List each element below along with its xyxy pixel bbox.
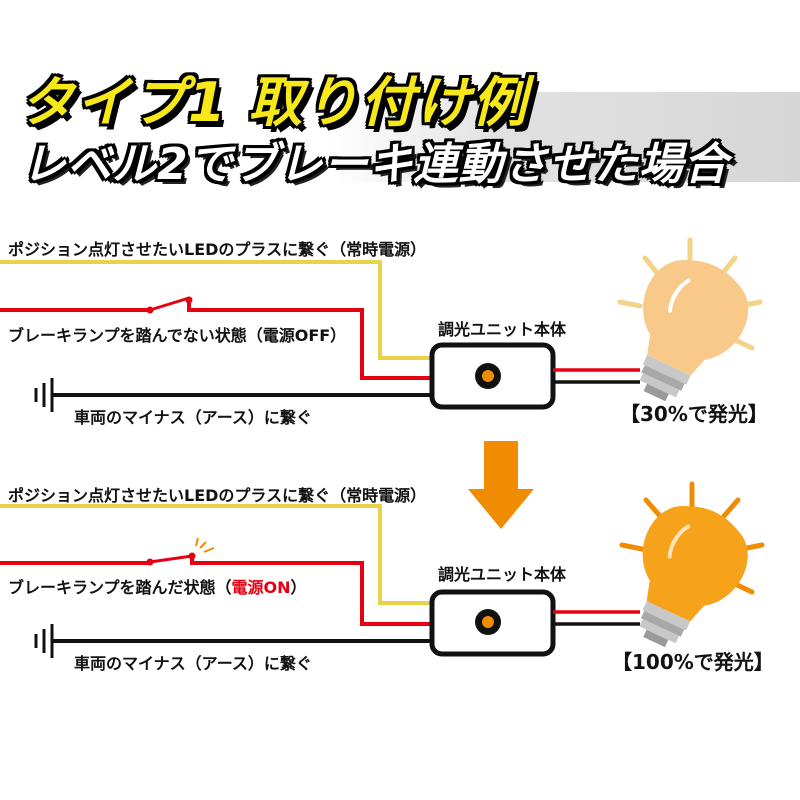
position-line-label-bottom: ポジション点灯させたいLEDのプラスに繋ぐ（常時電源） — [8, 486, 427, 505]
brake-label-prefix: ブレーキランプを踏んだ状態（ — [8, 578, 232, 597]
dimmer-unit-icon — [429, 589, 556, 657]
page-title: タイプ1 取り付け例 — [20, 71, 529, 134]
position-line-label-top: ポジション点灯させたいLEDのプラスに繋ぐ（常時電源） — [8, 240, 427, 259]
brake-wire-bottom-b — [190, 556, 440, 626]
ground-symbol-icon — [34, 378, 54, 412]
position-wire-bottom — [0, 504, 440, 605]
diagram-bottom — [0, 481, 765, 658]
brake-label-suffix: ） — [290, 578, 307, 597]
unit-label-bottom: 調光ユニット本体 — [438, 565, 567, 584]
header-band — [330, 92, 800, 182]
page-subtitle: レベル2でブレーキ連動させた場合 — [22, 139, 729, 190]
brake-label-top: ブレーキランプを踏んでない状態（電源OFF） — [8, 326, 347, 345]
switch-closed-icon — [146, 537, 215, 566]
position-wire-top — [0, 260, 440, 360]
output-label-top: 【30%で発光】 — [620, 402, 768, 426]
brake-label-bottom: ブレーキランプを踏んだ状態（電源ON） — [8, 574, 307, 598]
brake-label-state: 電源ON — [231, 578, 291, 597]
bulb-icon-top — [617, 237, 763, 402]
output-label-bottom: 【100%で発光】 — [612, 650, 774, 674]
diagram-top — [0, 237, 763, 412]
ground-label-bottom: 車両のマイナス（アース）に繋ぐ — [74, 654, 312, 673]
bulb-icon-bottom — [619, 481, 765, 648]
down-arrow-icon — [468, 441, 534, 529]
ground-label-top: 車両のマイナス（アース）に繋ぐ — [74, 408, 312, 427]
switch-open-icon — [146, 296, 193, 314]
unit-label-top: 調光ユニット本体 — [438, 320, 567, 339]
dimmer-unit-icon — [429, 342, 556, 410]
ground-symbol-icon — [34, 624, 54, 658]
brake-wire-top-b — [187, 300, 440, 380]
